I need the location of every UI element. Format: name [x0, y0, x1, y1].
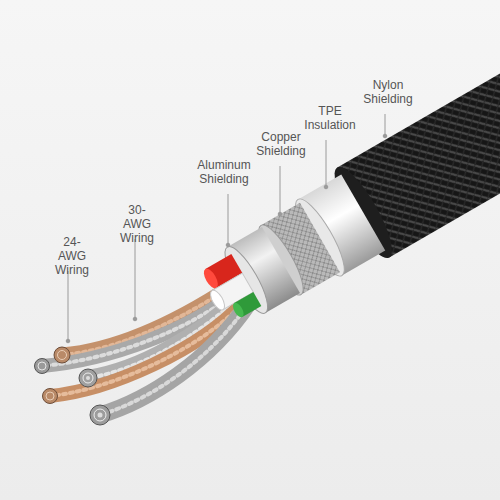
part-label: TPE Insulation [304, 104, 355, 132]
part-label: Nylon Shielding [363, 78, 412, 106]
part-label: Copper Shielding [256, 130, 305, 158]
part-label: 24-AWG Wiring [55, 235, 89, 277]
part-label: Aluminum Shielding [197, 158, 250, 186]
part-label: 30-AWG Wiring [120, 203, 154, 245]
